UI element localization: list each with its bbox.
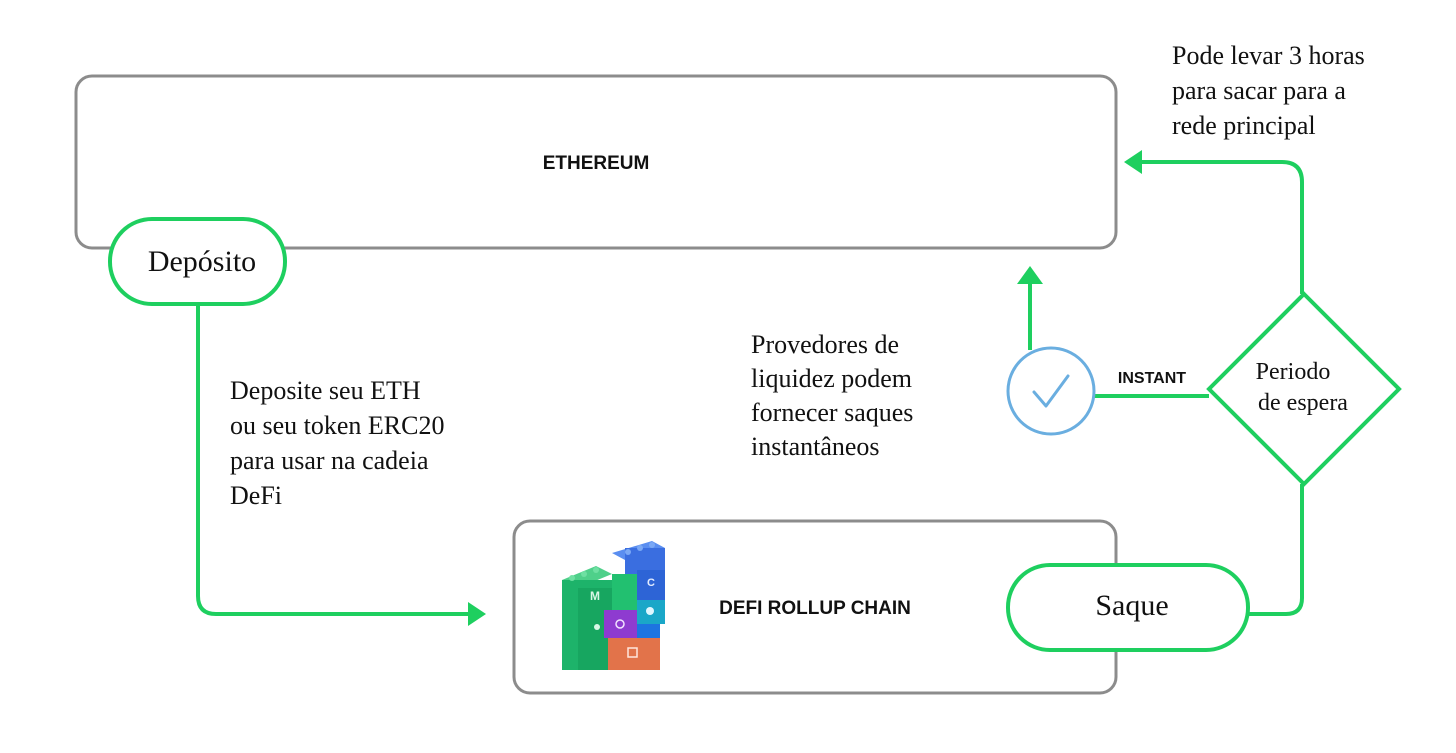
withdraw-time-note-line: Pode levar 3 horas: [1172, 41, 1365, 70]
deposit-flow-line: [196, 304, 470, 616]
check-circle: [1006, 346, 1096, 436]
mainnet-arrowhead: [1124, 150, 1142, 174]
deposit-note-line: Deposite seu ETH: [230, 376, 421, 405]
ethereum-label: ETHEREUM: [543, 153, 650, 174]
deposit-note-line: para usar na cadeia: [230, 446, 429, 475]
logo-c-glyph: C: [647, 577, 655, 589]
deposit-label: Depósito: [148, 245, 256, 278]
instant-label: INSTANT: [1118, 370, 1186, 387]
deposit-note-line: ou seu token ERC20: [230, 411, 445, 440]
deposit-node: [108, 217, 287, 306]
withdraw-node: [1006, 563, 1250, 652]
deposit-arrowhead: [468, 602, 486, 626]
withdraw-time-note-line: para sacar para a: [1172, 76, 1346, 105]
rollup-label: DEFI ROLLUP CHAIN: [719, 598, 911, 619]
waiting-period-label-line1: Periodo: [1256, 359, 1331, 385]
mainnet-flow-line: [1140, 160, 1304, 294]
withdraw-flow-line: [1248, 484, 1304, 616]
instant-up-arrowhead: [1017, 266, 1043, 284]
waiting-period-node: [1206, 291, 1402, 487]
waiting-period-label-line2: de espera: [1258, 390, 1348, 416]
deposit-note: Deposite seu ETH ou seu token ERC20 para…: [230, 376, 445, 510]
deposit-note-line: DeFi: [230, 481, 282, 510]
lego-blocks-illustration: M C: [562, 541, 665, 670]
check-icon: [1032, 374, 1070, 408]
liquidity-note-line: instantâneos: [751, 432, 880, 461]
withdraw-time-note: Pode levar 3 horas para sacar para a red…: [1172, 41, 1365, 140]
ethereum-box: [74, 74, 1118, 250]
liquidity-note: Provedores de liquidez podem fornecer sa…: [751, 330, 913, 461]
liquidity-note-line: liquidez podem: [751, 364, 912, 393]
logo-m-glyph: M: [590, 589, 600, 603]
withdraw-time-note-line: rede principal: [1172, 111, 1316, 140]
liquidity-note-line: fornecer saques: [751, 398, 913, 427]
liquidity-note-line: Provedores de: [751, 330, 899, 359]
withdraw-label: Saque: [1095, 589, 1168, 622]
